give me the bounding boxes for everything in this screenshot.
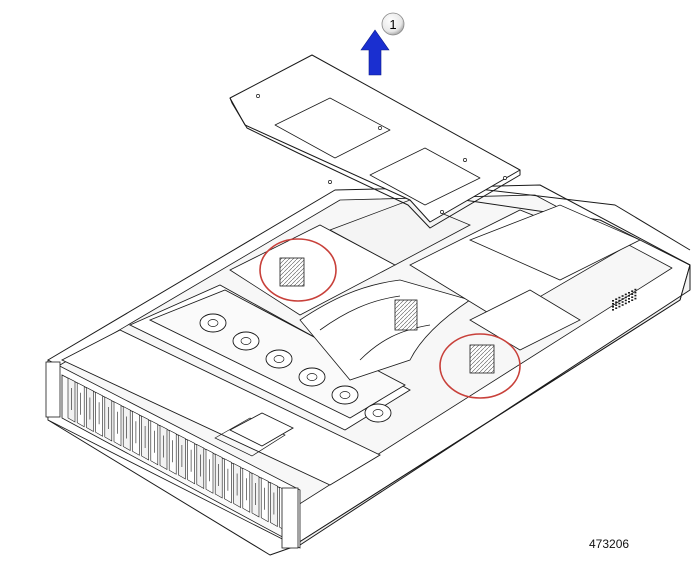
- vent-hole: [634, 297, 637, 300]
- vent-hole: [628, 298, 630, 300]
- fan-hub: [240, 337, 252, 345]
- vent-hole: [628, 292, 630, 294]
- vent-hole: [618, 305, 621, 308]
- vent-hole: [618, 302, 621, 305]
- fan-hub: [306, 373, 318, 381]
- lift-direction-arrow: [360, 29, 390, 76]
- vent-hole: [631, 293, 634, 295]
- vent-hole: [634, 288, 637, 291]
- vent-hole: [624, 293, 627, 296]
- vent-hole: [615, 298, 618, 300]
- fan-hub: [339, 391, 351, 399]
- cover-screw: [328, 180, 332, 184]
- vent-hole: [624, 302, 627, 305]
- vent-hole: [621, 298, 624, 300]
- vent-hole: [618, 296, 621, 299]
- callout-number: 1: [389, 17, 396, 32]
- front-drive-bays: [45, 359, 301, 549]
- vent-hole: [615, 301, 618, 303]
- vent-hole: [634, 294, 637, 297]
- fan-hub: [207, 319, 219, 327]
- vent-hole: [624, 299, 627, 302]
- vent-hole: [621, 304, 624, 306]
- cover-screw: [378, 126, 382, 130]
- drive-cage-top: [60, 329, 381, 486]
- vent-hole: [621, 301, 624, 303]
- vent-hole: [621, 295, 624, 297]
- internal-components: [229, 199, 641, 381]
- callout-1: 1: [381, 12, 405, 36]
- cover-screw: [503, 176, 507, 180]
- top-cover: [229, 54, 521, 229]
- vent-hole: [631, 296, 634, 298]
- vent-hole: [618, 299, 621, 302]
- cover-screw: [256, 94, 260, 98]
- vent-hole: [615, 307, 618, 309]
- vent-hole: [612, 300, 614, 302]
- highlight-circle-left: [259, 238, 337, 302]
- vent-hole: [624, 296, 627, 299]
- fan-hub: [273, 355, 285, 363]
- fan-hub: [372, 409, 384, 417]
- vent-hole: [612, 306, 614, 308]
- highlight-circle-right: [439, 333, 521, 399]
- vent-hole: [631, 299, 634, 301]
- vent-hole: [628, 301, 630, 303]
- vent-hole: [634, 291, 637, 294]
- fan-tray: [128, 284, 411, 431]
- vent-hole: [615, 304, 618, 306]
- vent-hole: [628, 295, 630, 297]
- vent-hole: [631, 290, 634, 292]
- cover-screw: [463, 158, 467, 162]
- highlight-marks: [259, 238, 521, 399]
- vent-hole: [612, 303, 614, 305]
- figure-number: 473206: [589, 537, 630, 551]
- vent-hole: [612, 309, 614, 311]
- cover-screw: [440, 210, 444, 214]
